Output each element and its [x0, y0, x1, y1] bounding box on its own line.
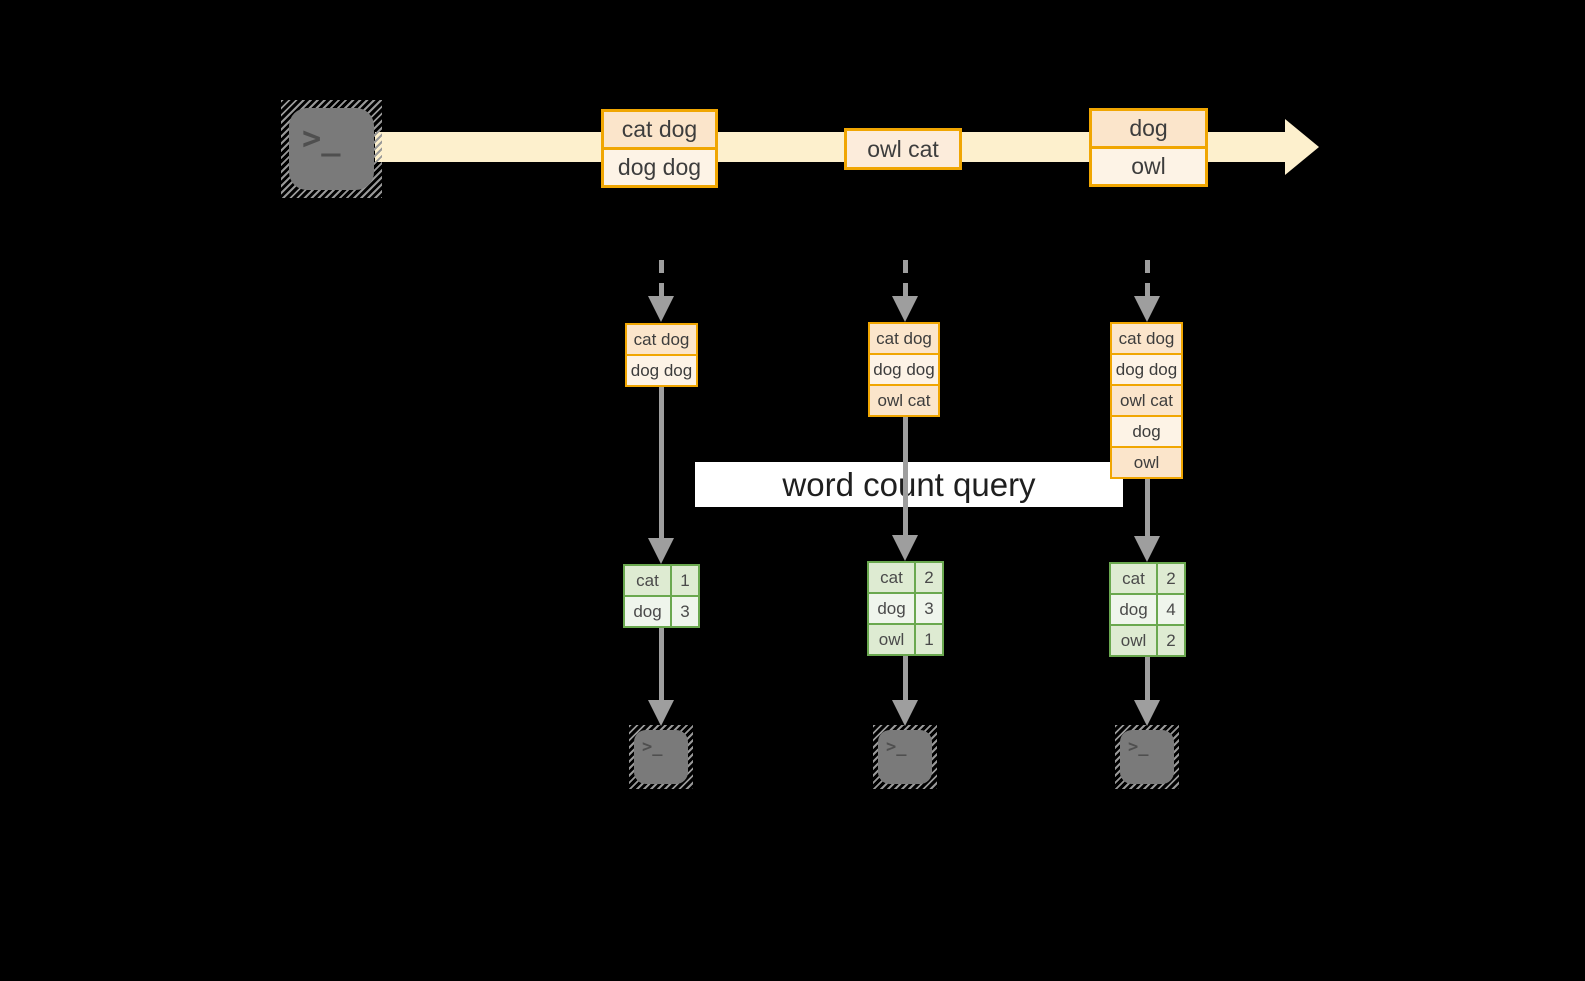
connector-line: [903, 656, 908, 700]
terminal-icon: >_: [873, 725, 937, 789]
connector-arrowhead-icon: [648, 700, 674, 726]
stream-event-2: owl cat: [844, 128, 962, 170]
stream-event-line: owl cat: [847, 131, 959, 167]
dashed-arrow: [659, 260, 664, 296]
count-value-cell: 1: [916, 625, 942, 654]
connector-arrowhead-icon: [648, 538, 674, 564]
count-value-cell: 3: [916, 594, 942, 623]
count-value-cell: 2: [1158, 626, 1184, 655]
count-table-1: cat 1 dog 3: [623, 564, 700, 628]
buffer-row: cat dog: [1112, 324, 1181, 353]
dashed-arrow: [903, 260, 908, 296]
buffer-row: dog: [1112, 415, 1181, 446]
dashed-arrow: [1145, 260, 1150, 296]
query-banner-label: word count query: [782, 465, 1036, 503]
terminal-icon: >_: [1115, 725, 1179, 789]
connector-line: [659, 385, 664, 538]
dashed-arrowhead-icon: [1134, 296, 1160, 322]
terminal-screen: >_: [878, 730, 932, 784]
stream-event-line: dog: [1092, 111, 1205, 146]
count-word-cell: dog: [625, 597, 670, 626]
event-buffer-2: cat dog dog dog owl cat: [868, 322, 940, 417]
event-buffer-1: cat dog dog dog: [625, 323, 698, 387]
connector-arrowhead-icon: [1134, 536, 1160, 562]
terminal-screen: >_: [289, 108, 374, 190]
connector-line: [1145, 477, 1150, 536]
connector-arrowhead-icon: [892, 700, 918, 726]
buffer-row: dog dog: [1112, 353, 1181, 384]
query-banner: word count query: [695, 462, 1123, 507]
count-word-cell: owl: [869, 625, 914, 654]
prompt-icon: >_: [302, 119, 341, 157]
count-value-cell: 2: [916, 563, 942, 592]
count-table-2: cat 2 dog 3 owl 1: [867, 561, 944, 656]
stream-event-line: owl: [1092, 146, 1205, 184]
count-value-cell: 1: [672, 566, 698, 595]
count-word-cell: cat: [869, 563, 914, 592]
stream-event-3: dog owl: [1089, 108, 1208, 187]
stream-band-arrowhead-icon: [1285, 119, 1319, 175]
connector-arrowhead-icon: [892, 535, 918, 561]
dashed-arrowhead-icon: [892, 296, 918, 322]
prompt-icon: >_: [642, 737, 663, 757]
prompt-icon: >_: [1128, 737, 1149, 757]
stream-event-1: cat dog dog dog: [601, 109, 718, 188]
terminal-screen: >_: [634, 730, 688, 784]
terminal-icon: >_: [629, 725, 693, 789]
buffer-row: cat dog: [870, 324, 938, 353]
connector-arrowhead-icon: [1134, 700, 1160, 726]
stream-event-line: cat dog: [604, 112, 715, 147]
buffer-row: owl cat: [1112, 384, 1181, 415]
count-value-cell: 2: [1158, 564, 1184, 593]
connector-line: [659, 628, 664, 700]
count-value-cell: 3: [672, 597, 698, 626]
count-table-3: cat 2 dog 4 owl 2: [1109, 562, 1186, 657]
terminal-icon: >_: [281, 100, 382, 198]
stream-event-line: dog dog: [604, 147, 715, 185]
prompt-icon: >_: [886, 737, 907, 757]
terminal-screen: >_: [1120, 730, 1174, 784]
buffer-row: dog dog: [627, 354, 696, 385]
count-word-cell: dog: [869, 594, 914, 623]
event-buffer-3: cat dog dog dog owl cat dog owl: [1110, 322, 1183, 479]
count-word-cell: dog: [1111, 595, 1156, 624]
connector-line: [903, 415, 908, 535]
count-value-cell: 4: [1158, 595, 1184, 624]
dashed-arrowhead-icon: [648, 296, 674, 322]
buffer-row: owl: [1112, 446, 1181, 477]
buffer-row: owl cat: [870, 384, 938, 415]
buffer-row: cat dog: [627, 325, 696, 354]
count-word-cell: owl: [1111, 626, 1156, 655]
count-word-cell: cat: [1111, 564, 1156, 593]
connector-line: [1145, 657, 1150, 700]
count-word-cell: cat: [625, 566, 670, 595]
buffer-row: dog dog: [870, 353, 938, 384]
